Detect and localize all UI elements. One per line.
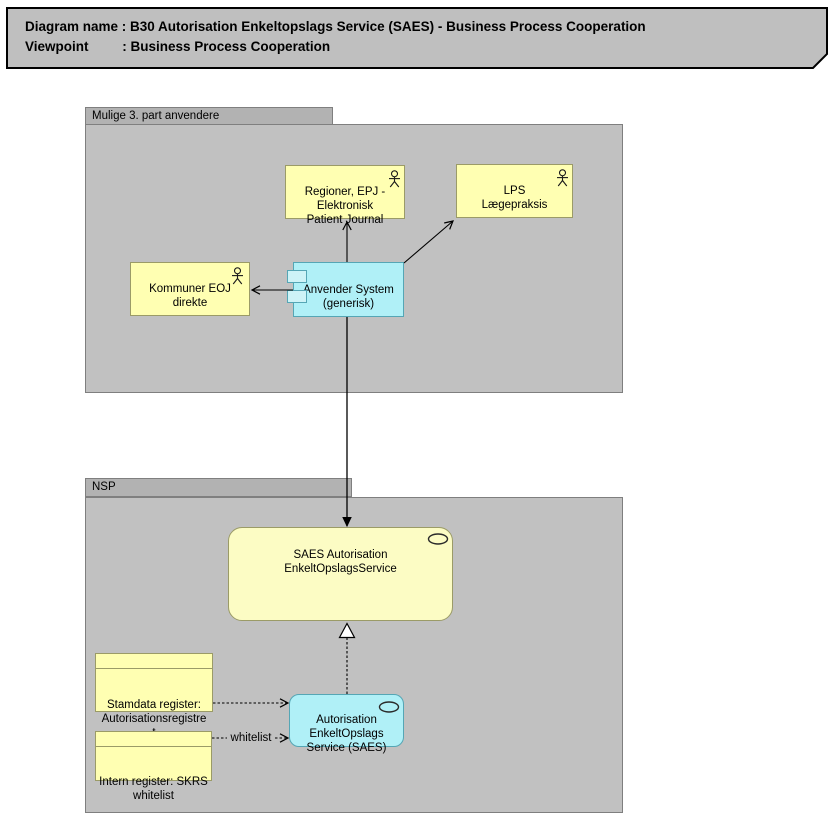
service-oval-icon	[427, 533, 449, 545]
component-icon	[287, 290, 307, 303]
group-nsp-tab[interactable]: NSP	[85, 478, 352, 497]
node-kommuner-eoj[interactable]: Kommuner EOJ direkte	[130, 262, 250, 316]
title-note-shape[interactable]	[6, 7, 829, 69]
object-header-line	[96, 668, 212, 669]
component-icon	[287, 270, 307, 283]
node-stamdata-register[interactable]: Stamdata register: Autorisationsregistre…	[95, 653, 213, 739]
title-line-1: Diagram name : B30 Autorisation Enkeltop…	[25, 19, 646, 34]
node-regioner-epj[interactable]: Regioner, EPJ - Elektronisk Patient Jour…	[285, 165, 405, 226]
connection-whitelist-label: whitelist	[227, 731, 275, 745]
node-kommuner-eoj-label: Kommuner EOJ direkte	[149, 283, 231, 309]
group-third-party-tab[interactable]: Mulige 3. part anvendere	[85, 107, 333, 125]
node-saes-service-label: SAES Autorisation EnkeltOpslagsService	[284, 549, 397, 575]
object-header-line	[96, 746, 211, 747]
business-actor-icon	[389, 170, 400, 188]
node-anvender-system-label: Anvender System (generisk)	[303, 284, 394, 310]
title-line-2: Viewpoint : Business Process Cooperation	[25, 39, 331, 54]
diagram-title: Diagram name : B30 Autorisation Enkeltop…	[25, 17, 805, 57]
node-regioner-epj-label: Regioner, EPJ - Elektronisk Patient Jour…	[304, 186, 386, 226]
business-actor-icon	[232, 267, 243, 285]
node-intern-register[interactable]: Intern register: SKRS whitelist	[95, 731, 212, 802]
service-oval-icon	[378, 701, 400, 713]
node-anvender-system[interactable]: Anvender System (generisk)	[293, 262, 404, 317]
node-autorisation-service[interactable]: Autorisation EnkeltOpslags Service (SAES…	[289, 694, 404, 754]
note-polygon	[6, 7, 828, 69]
node-saes-service[interactable]: SAES Autorisation EnkeltOpslagsService	[228, 527, 453, 621]
node-autorisation-service-label: Autorisation EnkeltOpslags Service (SAES…	[306, 714, 387, 754]
node-stamdata-register-label: Stamdata register: Autorisationsregistre…	[101, 699, 207, 739]
group-third-party-label: Mulige 3. part anvendere	[92, 110, 220, 122]
node-intern-register-label: Intern register: SKRS whitelist	[99, 776, 208, 802]
group-nsp-label: NSP	[92, 481, 116, 493]
business-actor-icon	[557, 169, 568, 187]
node-lps-label: LPS Lægepraksis	[481, 185, 548, 211]
node-lps[interactable]: LPS Lægepraksis	[456, 164, 573, 218]
